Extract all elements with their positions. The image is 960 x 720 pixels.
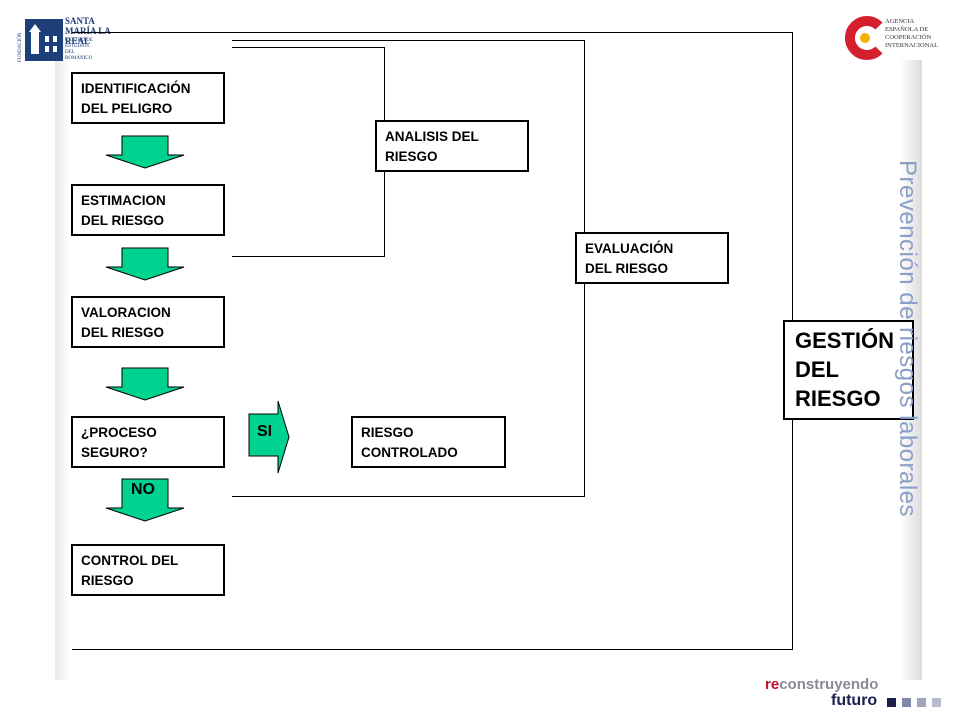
footer-square-2	[902, 698, 911, 707]
no-label: NO	[131, 481, 155, 498]
logo-line-2: ESPAÑOLA DE	[885, 26, 929, 33]
down-arrow-1	[105, 135, 185, 169]
footer-square-3	[917, 698, 926, 707]
step-estimacion: ESTIMACION DEL RIESGO	[71, 184, 225, 236]
step-valoracion: VALORACION DEL RIESGO	[71, 296, 225, 348]
logo-title: SANTA MARÍA LA REAL	[65, 16, 111, 46]
footer-square-4	[932, 698, 941, 707]
logo-vertical-text: FUNDACIÓN	[17, 32, 23, 62]
logo-subtitle: CENTRO DE ESTUDIOS DEL ROMÁNICO	[65, 38, 93, 61]
step-control: CONTROL DEL RIESGO	[71, 544, 225, 596]
analisis-box: ANALISIS DEL RIESGO	[375, 120, 529, 172]
right-arrow-si	[248, 400, 290, 474]
footer-brand: reconstruyendo futuro	[765, 676, 945, 716]
riesgo-controlado-box: RIESGO CONTROLADO	[351, 416, 506, 468]
footer-construyendo: construyendo	[779, 676, 879, 693]
aecid-logo: AGENCIA ESPAÑOLA DE COOPERACIÓN INTERNAC…	[843, 14, 948, 66]
down-arrow-3	[105, 367, 185, 401]
logo-line-4: INTERNACIONAL	[885, 42, 939, 49]
analisis-bracket	[232, 47, 385, 257]
footer-re: re	[765, 676, 780, 693]
logo-line-3: COOPERACIÓN	[885, 34, 932, 41]
logo-line-1: AGENCIA	[885, 18, 915, 25]
si-label: SI	[257, 423, 273, 440]
footer-square-1	[887, 698, 896, 707]
side-title: Prevención de riesgos laborales	[894, 160, 921, 518]
santa-maria-logo: FUNDACIÓN SANTA MARÍA LA REAL CENTRO DE …	[15, 14, 123, 64]
down-arrow-no	[105, 478, 185, 522]
down-arrow-2	[105, 247, 185, 281]
left-shade	[55, 30, 69, 680]
footer-futuro: futuro	[831, 692, 878, 709]
step-proceso-seguro: ¿PROCESO SEGURO?	[71, 416, 225, 468]
evaluacion-box: EVALUACIÓN DEL RIESGO	[575, 232, 729, 284]
step-identificacion: IDENTIFICACIÓN DEL PELIGRO	[71, 72, 225, 124]
gestion-box: GESTIÓN DEL RIESGO	[783, 320, 914, 420]
